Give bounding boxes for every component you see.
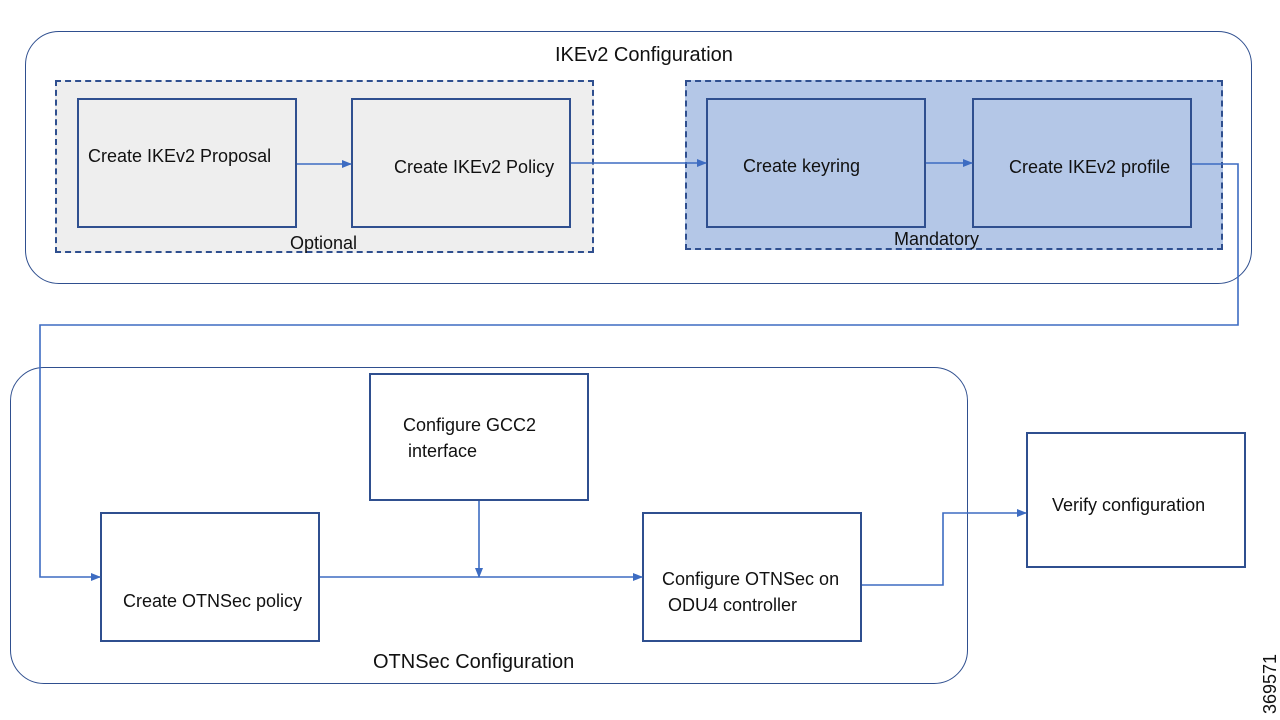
create-keyring-step: Create keyring [706, 98, 926, 228]
verify-configuration-label: Verify configuration [1052, 495, 1206, 515]
configure-otnsec-odu4-label-line1: Configure OTNSec on [662, 569, 840, 589]
ikev2-group-title: IKEv2 Configuration [555, 44, 733, 66]
create-ikev2-proposal-label: Create IKEv2 Proposal [88, 146, 272, 166]
otnsec-group-title: OTNSec Configuration [373, 651, 575, 673]
create-ikev2-profile-step: Create IKEv2 profile [972, 98, 1192, 228]
figure-number: 369571 [1260, 653, 1280, 714]
configure-otnsec-odu4-step: Configure OTNSec on ODU4 controller [642, 512, 862, 642]
create-ikev2-policy-label: Create IKEv2 Policy [394, 157, 555, 177]
create-otnsec-policy-label: Create OTNSec policy [123, 591, 303, 611]
verify-configuration-step: Verify configuration [1026, 432, 1246, 568]
configure-gcc2-interface-step: Configure GCC2 interface [369, 373, 589, 501]
mandatory-label: Mandatory [894, 229, 980, 249]
create-ikev2-policy-step: Create IKEv2 Policy [351, 98, 571, 228]
create-ikev2-proposal-step: Create IKEv2 Proposal [77, 98, 297, 228]
create-otnsec-policy-step: Create OTNSec policy [100, 512, 320, 642]
create-keyring-label: Create keyring [743, 156, 861, 176]
configure-gcc2-label-line2: interface [408, 441, 478, 461]
create-ikev2-profile-label: Create IKEv2 profile [1009, 157, 1171, 177]
optional-label: Optional [290, 233, 358, 253]
configure-otnsec-odu4-label-line2: ODU4 controller [668, 595, 798, 615]
configure-gcc2-label-line1: Configure GCC2 [403, 415, 537, 435]
